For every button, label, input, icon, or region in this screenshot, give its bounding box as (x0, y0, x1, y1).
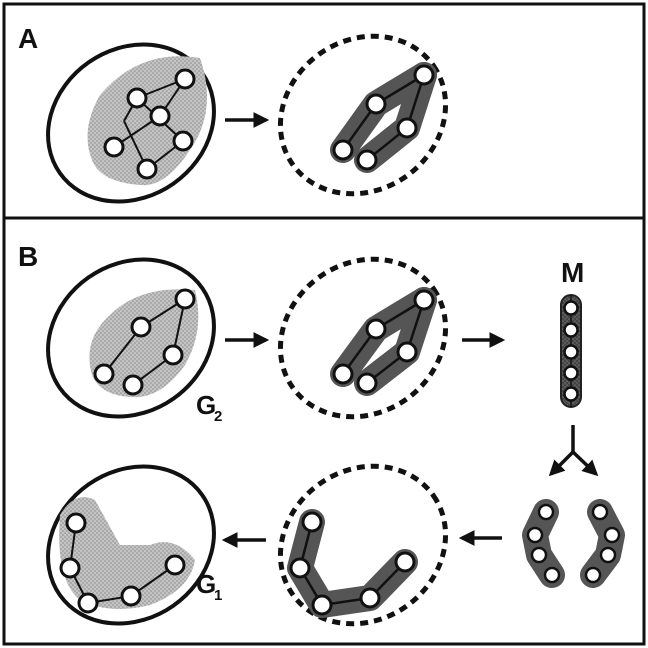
split-arrow-icon (548, 425, 599, 477)
separated-chains (522, 499, 625, 588)
panel-b-label: B (18, 241, 38, 272)
network-nodes (103, 68, 196, 180)
cell-membrane-dashed (277, 463, 449, 627)
panel-a: A (18, 23, 449, 204)
g2-subscript: 2 (214, 408, 222, 425)
paired-chains-m: M (560, 257, 584, 408)
g1-subscript: 1 (214, 587, 222, 604)
cell-b4 (277, 463, 449, 627)
cell-membrane (46, 464, 216, 626)
cytoplasm-region (89, 289, 199, 398)
g2-label: G (196, 390, 216, 420)
cytoplasm-region (59, 497, 195, 609)
cell-a1 (46, 42, 216, 204)
chain-nodes (332, 64, 435, 171)
panel-b: B G 2 (18, 241, 625, 627)
cell-a2 (277, 33, 449, 197)
panel-a-label: A (18, 23, 38, 54)
cell-b2 (277, 256, 449, 420)
g1-label: G (196, 569, 216, 599)
cell-g1: G 1 (46, 464, 222, 626)
cell-g2: G 2 (46, 257, 222, 425)
m-label: M (561, 257, 584, 288)
